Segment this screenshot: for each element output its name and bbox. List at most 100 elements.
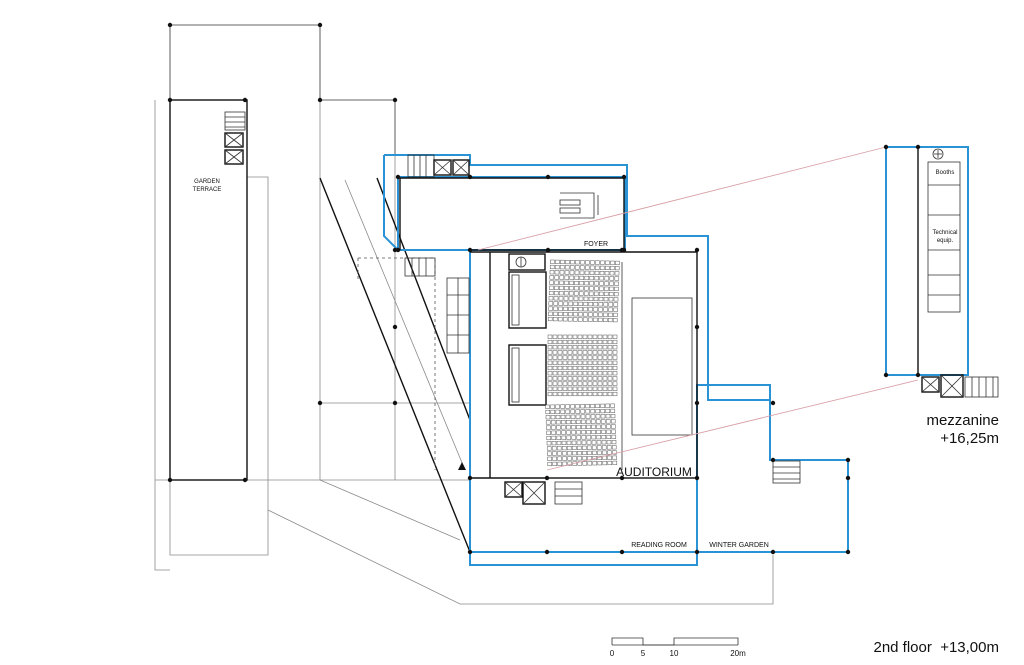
seat: [559, 265, 565, 270]
seat: [551, 425, 556, 430]
seat: [554, 280, 559, 285]
seat: [552, 376, 558, 381]
seat: [600, 403, 605, 408]
seat: [567, 360, 573, 365]
seat: [571, 430, 576, 435]
seat: [552, 345, 558, 350]
seat: [552, 461, 558, 466]
seat: [565, 409, 571, 414]
seat: [614, 266, 620, 271]
seat: [563, 306, 568, 311]
column-dot: [167, 477, 173, 483]
seat: [582, 461, 588, 466]
column-dot: [467, 247, 473, 253]
seat: [608, 297, 614, 302]
seat: [594, 286, 599, 291]
seat: [572, 365, 578, 371]
seat: [571, 435, 577, 440]
seat: [575, 260, 580, 265]
seat: [562, 371, 568, 376]
foyer-label: FOYER: [584, 241, 608, 248]
seat: [572, 386, 578, 391]
seat: [599, 281, 604, 286]
seat: [546, 441, 552, 446]
foyer-reception-desk: [559, 192, 599, 219]
seat: [600, 414, 606, 419]
seat: [566, 425, 571, 430]
seat: [557, 371, 563, 376]
seat: [562, 345, 568, 350]
seat: [599, 286, 604, 291]
seat: [612, 381, 618, 386]
seat: [567, 456, 572, 461]
seat: [547, 316, 553, 322]
seat: [572, 381, 578, 386]
seat: [612, 355, 618, 360]
seat: [577, 451, 582, 456]
seat: [569, 280, 574, 285]
seat: [567, 376, 573, 381]
seat: [567, 371, 573, 376]
seat: [586, 440, 592, 445]
seat: [593, 296, 599, 302]
seat: [562, 376, 568, 381]
seat: [577, 365, 583, 371]
seat: [599, 265, 605, 270]
column-dot: [694, 324, 700, 330]
column-dot: [694, 247, 700, 253]
seat: [601, 429, 606, 434]
seat: [561, 425, 566, 430]
seat: [611, 429, 616, 434]
seat: [557, 376, 563, 381]
seat: [547, 381, 553, 386]
seat: [597, 334, 603, 339]
seat: [552, 350, 558, 355]
mezzanine-caption: mezzanine: [926, 412, 999, 429]
seat: [597, 391, 603, 397]
seat: [602, 345, 608, 350]
seat: [562, 391, 568, 397]
seat: [606, 429, 611, 434]
seat: [568, 306, 573, 311]
seat: [557, 391, 563, 397]
seat: [607, 339, 613, 345]
seat: [562, 350, 568, 355]
seat: [602, 355, 608, 360]
seat: [613, 297, 619, 302]
seat: [555, 414, 561, 420]
seat: [584, 265, 590, 270]
column-dot: [621, 174, 627, 180]
seat: [609, 286, 614, 291]
column-dot: [242, 477, 248, 483]
seat: [552, 391, 558, 397]
auditorium-interior: [508, 253, 693, 470]
seat: [557, 451, 562, 456]
seat: [565, 260, 570, 265]
seat: [576, 425, 581, 430]
seat: [592, 386, 598, 391]
seat: [557, 381, 563, 386]
seat: [560, 409, 566, 414]
seat: [579, 270, 585, 275]
seat: [577, 350, 583, 355]
seat: [569, 270, 575, 275]
seat: [597, 461, 603, 466]
seat: [564, 286, 569, 291]
seat: [573, 301, 579, 306]
seat: [593, 291, 599, 296]
seat: [604, 265, 610, 270]
seat: [609, 281, 614, 286]
seat: [566, 440, 572, 445]
seat: [577, 360, 583, 365]
seat: [568, 301, 574, 306]
seat: [585, 419, 591, 424]
seat: [547, 345, 553, 350]
seat: [572, 371, 578, 376]
seat: [572, 376, 578, 381]
seat: [594, 276, 600, 281]
seat: [552, 334, 558, 339]
seat: [602, 371, 608, 376]
seat: [612, 360, 618, 365]
seat: [566, 435, 572, 440]
seat: [613, 292, 619, 297]
